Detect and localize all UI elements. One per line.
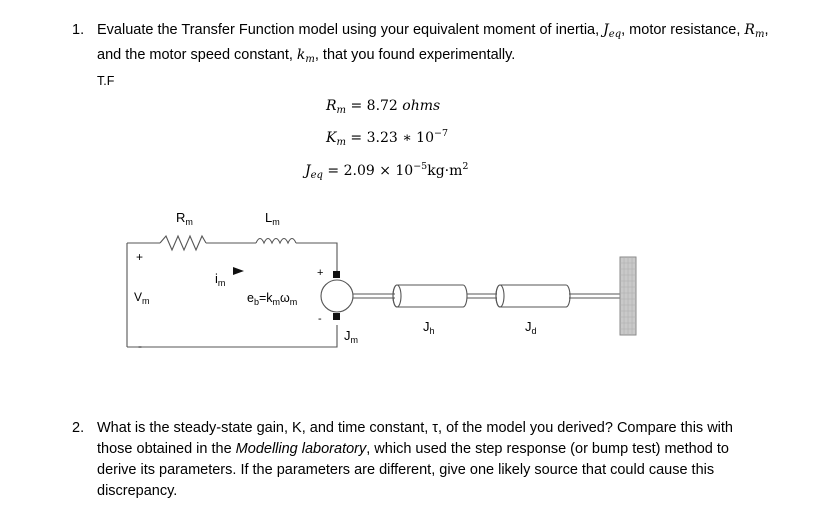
rm-symbol: R [744, 22, 755, 38]
question-2-text: What is the steady-state gain, K, and ti… [97, 420, 733, 499]
km-symbol: k [296, 47, 306, 63]
disk-inertia-jd [495, 284, 571, 308]
equation-km: Km = 3.23 ∗ 10−7 [326, 128, 449, 148]
hub-inertia-jh [392, 284, 468, 308]
back-emf-label: eb=kmωm [247, 291, 297, 307]
motor-minus-sign: - [318, 313, 322, 325]
jd-label: Jd [525, 319, 537, 336]
jeq-symbol: J [603, 22, 609, 38]
vm-minus-sign: - [138, 339, 142, 353]
motor-terminal-bottom [333, 313, 340, 320]
jh-label: Jh [423, 319, 435, 336]
motor-terminal-top [333, 271, 340, 278]
wire-top-right [296, 242, 338, 272]
wire-bottom [127, 325, 338, 348]
tf-note: T.F [97, 74, 115, 88]
question-1-text: Evaluate the Transfer Function model usi… [97, 22, 769, 65]
motor-plus-sign: + [317, 267, 323, 279]
jm-label: Jm [344, 328, 358, 345]
rm-label: Rm [176, 210, 193, 227]
lm-label: Lm [265, 210, 280, 227]
current-arrow-icon [233, 267, 244, 275]
resistor-symbol [159, 234, 207, 252]
equation-jeq: Jeq = 2.09 × 10−5kg·m2 [305, 161, 469, 181]
question-2-number: 2. [72, 420, 85, 436]
motor-circle [320, 279, 354, 313]
equation-rm: Rm = 8.72 ohms [326, 98, 441, 116]
vm-plus-sign: + [136, 250, 143, 264]
question-1-number: 1. [72, 22, 85, 38]
im-label: im [215, 271, 225, 288]
modelling-lab-reference: Modelling laboratory [235, 441, 367, 457]
vm-label: Vm [134, 290, 150, 306]
inductor-symbol [255, 237, 297, 245]
